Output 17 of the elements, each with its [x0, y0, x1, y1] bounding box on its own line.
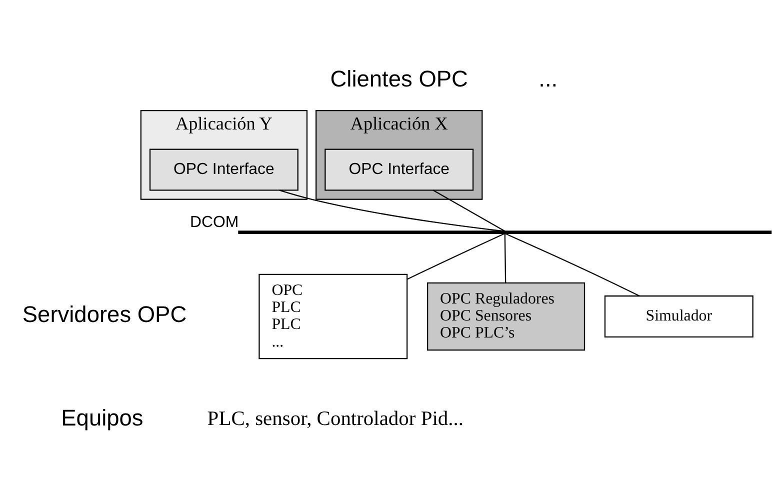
- connector: [279, 189, 505, 232]
- node-bar: [238, 230, 772, 234]
- connector: [407, 232, 505, 280]
- label: PLC, sensor, Controlador Pid...: [207, 407, 464, 430]
- node-box: OPC Reguladores OPC Sensores OPC PLC’s: [426, 282, 586, 350]
- node-box: Simulador: [604, 294, 754, 338]
- node-box: OPC PLC PLC ...: [258, 273, 408, 359]
- node-box: OPC Interface: [149, 148, 298, 190]
- label: ...: [538, 65, 558, 92]
- connector: [432, 189, 506, 232]
- connector: [504, 232, 640, 296]
- label: Equipos: [61, 404, 144, 430]
- node-label: DCOM: [190, 213, 239, 230]
- node-box: OPC Interface: [324, 148, 474, 190]
- connector: [504, 232, 506, 282]
- label: Clientes OPC: [330, 65, 468, 92]
- label: Servidores OPC: [22, 300, 187, 327]
